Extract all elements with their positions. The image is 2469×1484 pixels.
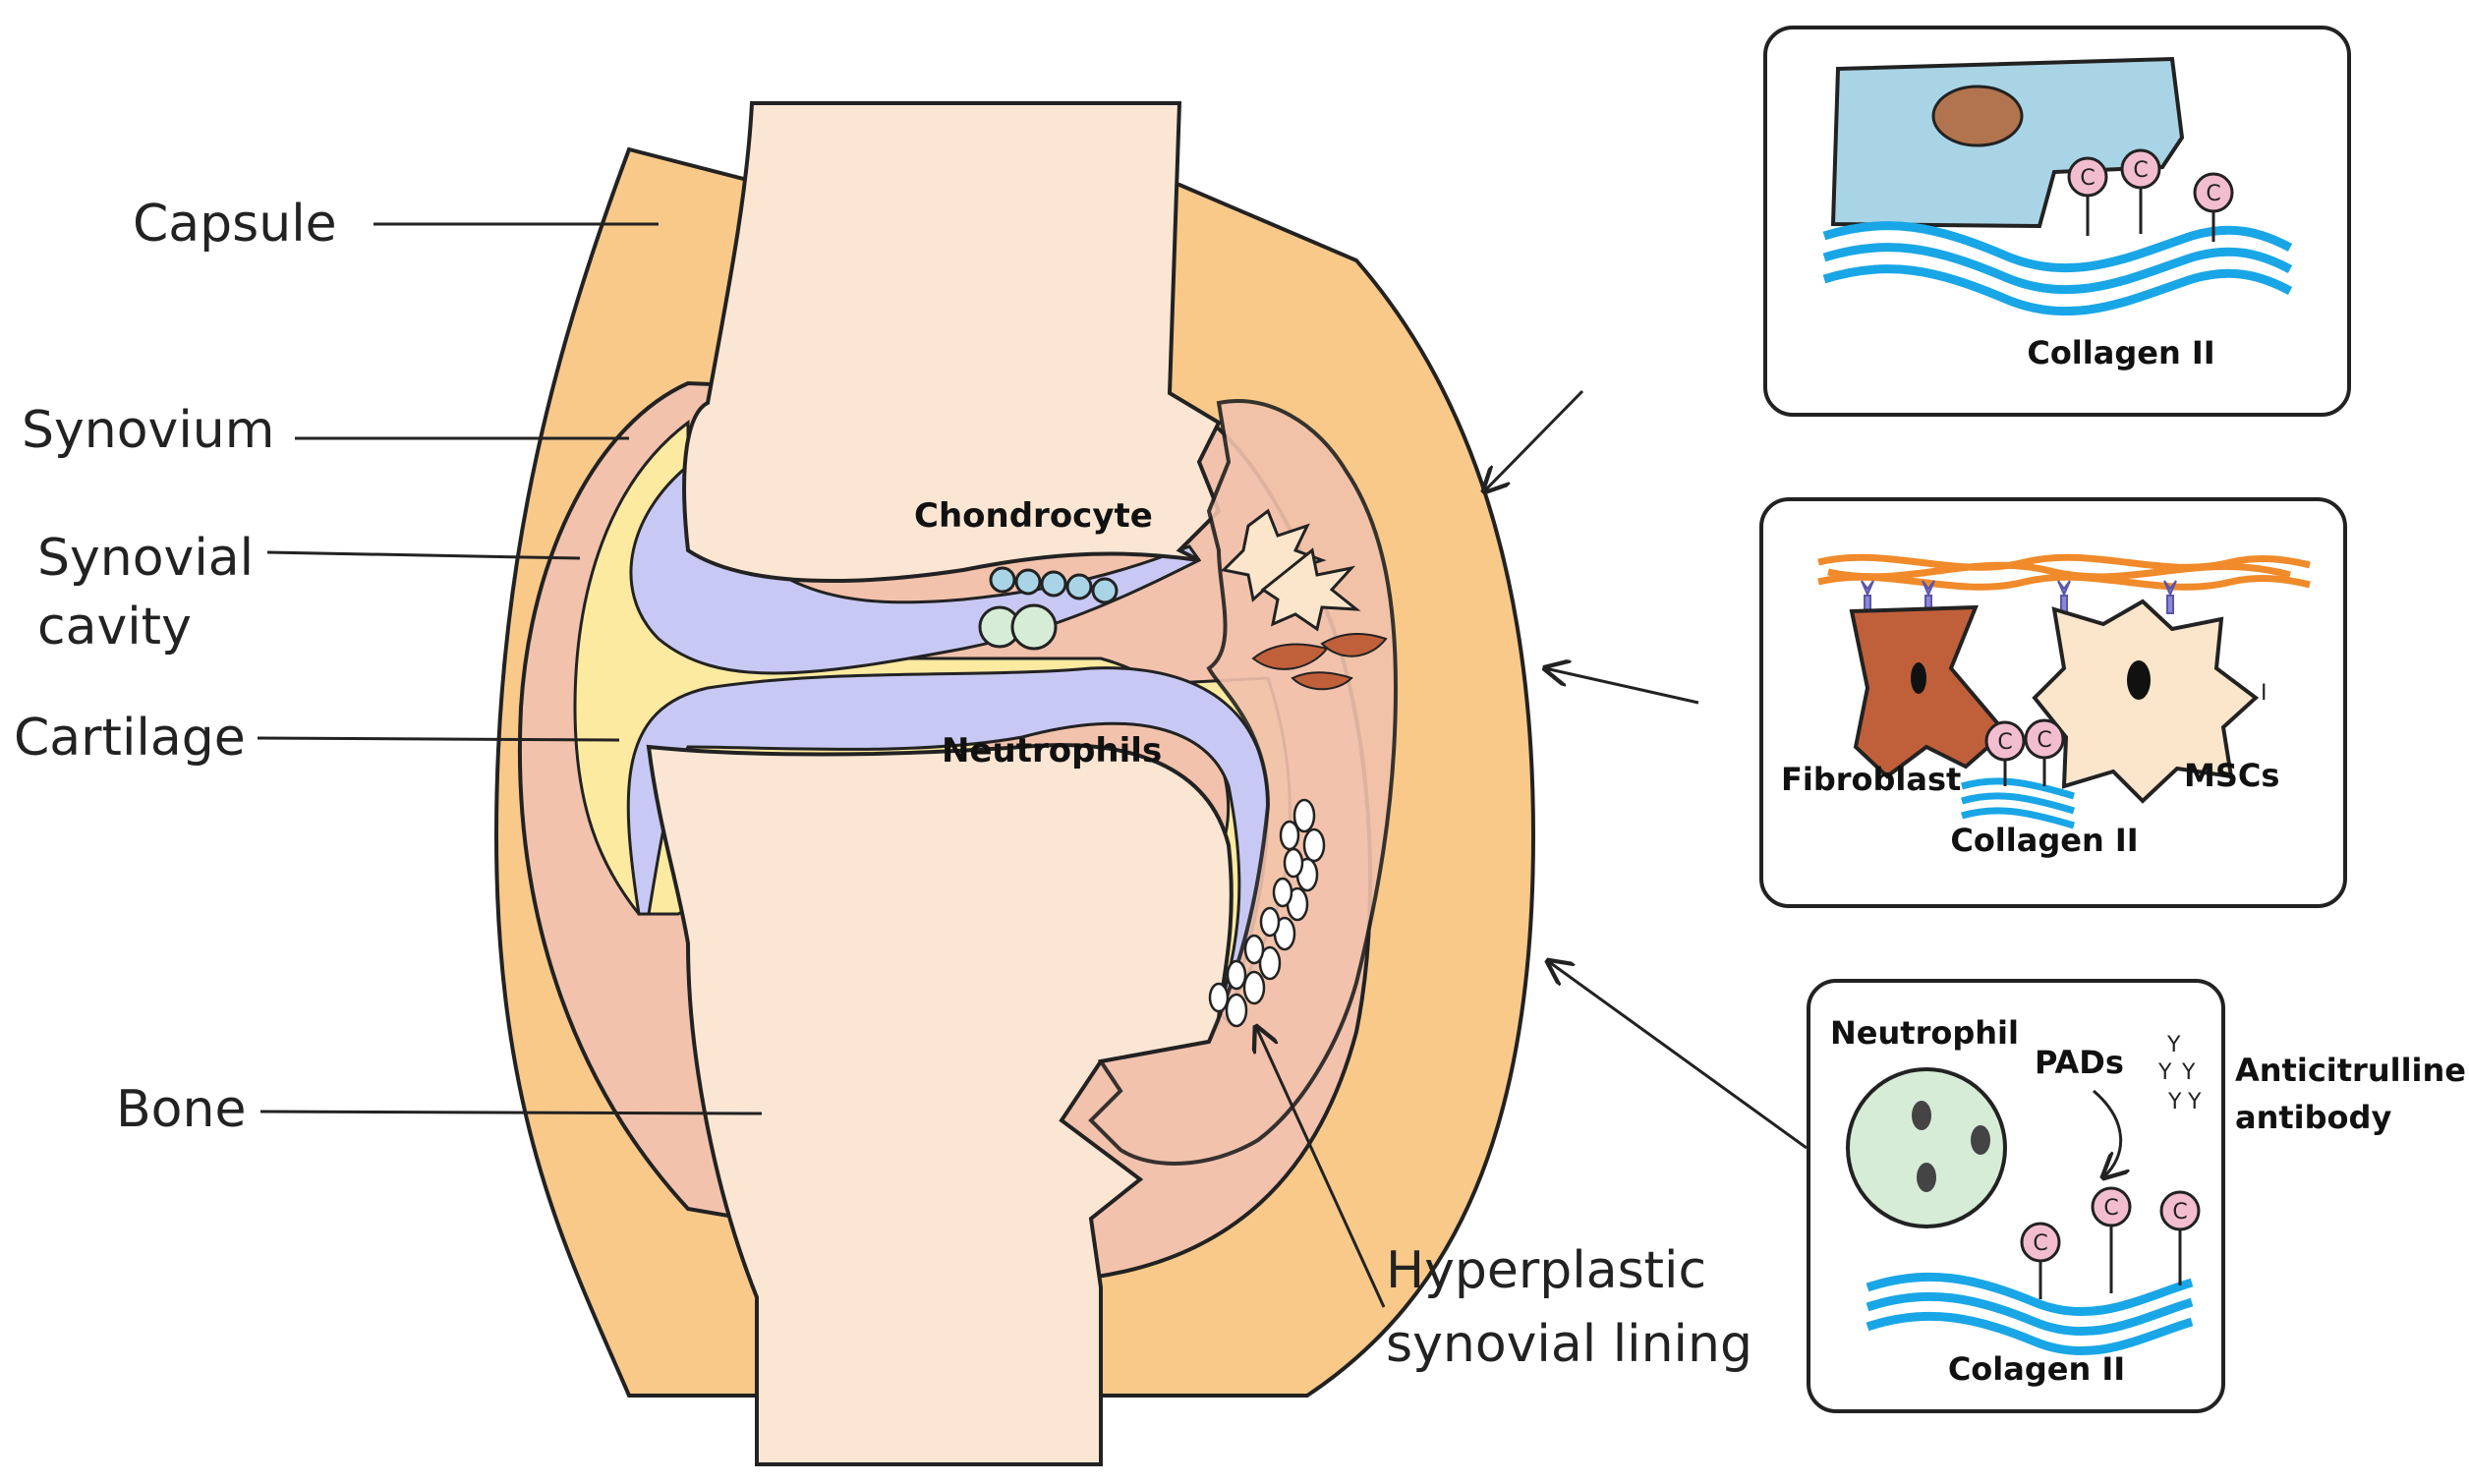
mscs-label: MSCs [2184,757,2279,794]
bottom-panel: Neutrophil PADs Y Y Y Y Y C [1807,979,2225,1413]
stellate-cells [1220,508,1361,632]
svg-text:C: C [2103,1196,2118,1221]
svg-text:C: C [2133,158,2148,183]
chondrocyte-cells [989,566,1119,604]
pads-arrow [2093,1089,2121,1177]
top-panel-collagen [1822,221,2293,316]
svg-text:Y: Y [2181,1060,2196,1085]
neutrophil-cells [978,603,1058,651]
hyperplastic-label-1: Hyperplastic [1386,1241,1706,1300]
antibody-label-1: Anticitrulline [2235,1052,2466,1089]
middle-panel-collagen [1961,777,2076,829]
capsule-label: Capsule [133,195,337,254]
fibroblast-cells [1251,633,1388,691]
middle-panel-citrulline: C C [1984,718,2065,786]
neutrophil-lobe [1912,1101,1931,1130]
fibroblast-nucleus [1911,662,1926,694]
svg-text:C: C [2080,166,2095,191]
svg-text:C: C [2037,728,2051,753]
synovial-cavity-leader [266,550,581,560]
synovium-label: Synovium [22,401,274,460]
svg-text:Y: Y [2167,1090,2182,1114]
upper-bone-shape [682,101,1222,584]
svg-text:C: C [1997,730,2012,755]
synovial-cavity-label-2: cavity [37,598,192,656]
top-panel-citrulline: C C C [2067,148,2234,242]
bottom-panel-collagen-label: Colagen II [1948,1350,2125,1388]
antibody-label-2: antibody [2235,1099,2391,1136]
synovial-cavity-label-1: Synovial [37,529,254,588]
msc-nucleus [2127,660,2151,700]
middle-panel-fibres [1817,553,2311,591]
neutrophil-lobe [1971,1125,1990,1155]
bottom-panel-collagen [1866,1272,2194,1356]
bottom-panel-citrulline: C C C [2020,1186,2201,1299]
middle-panel-fibroblast [1849,604,2008,779]
svg-text:C: C [2033,1231,2047,1256]
pads-label: PADs [2035,1044,2124,1081]
bone-leader [259,1110,763,1115]
middle-panel-collagen-label: Collagen II [1950,822,2138,859]
hyperplastic-label-2: synovial lining [1386,1315,1752,1374]
middle-panel-receptors [1861,580,2177,614]
fibroblast-label: Fibroblast [1781,761,1961,798]
svg-text:Y: Y [2166,1033,2181,1057]
top-panel-nucleus [1931,85,2024,147]
bottom-panel-neutrophil [1846,1067,2007,1228]
middle-panel-mark: I [2261,681,2268,706]
svg-text:C: C [2172,1200,2187,1225]
svg-text:Y: Y [2187,1090,2202,1114]
neutrophils-label: Neutrophils [942,731,1162,771]
arrow-bottom-panel [1548,961,1808,1150]
top-panel: C C C Collagen II [1763,26,2351,417]
left-labels: Capsule Synovium Synovial cavity Cartila… [14,195,763,1139]
neutrophil-lobe [1917,1163,1936,1192]
chondrocyte-label: Chondrocyte [914,496,1153,536]
antibody-symbols: Y Y Y Y Y [2157,1033,2202,1114]
arrow-middle-panel [1545,668,1699,705]
middle-panel: C C I Fibroblast MSCs Collagen II [1759,497,2347,908]
svg-text:C: C [2206,182,2220,206]
hyperplastic-arrow [1256,1027,1386,1308]
joint-illustration [493,101,1536,1466]
svg-text:Y: Y [2157,1060,2172,1085]
cartilage-label: Cartilage [14,709,246,768]
top-panel-collagen-label: Collagen II [2027,334,2214,371]
lining-cells [1208,798,1326,1028]
bone-label: Bone [116,1080,246,1139]
arrow-top-panel [1484,389,1584,491]
neutrophil-label: Neutrophil [1830,1014,2019,1052]
cartilage-leader [257,736,620,742]
